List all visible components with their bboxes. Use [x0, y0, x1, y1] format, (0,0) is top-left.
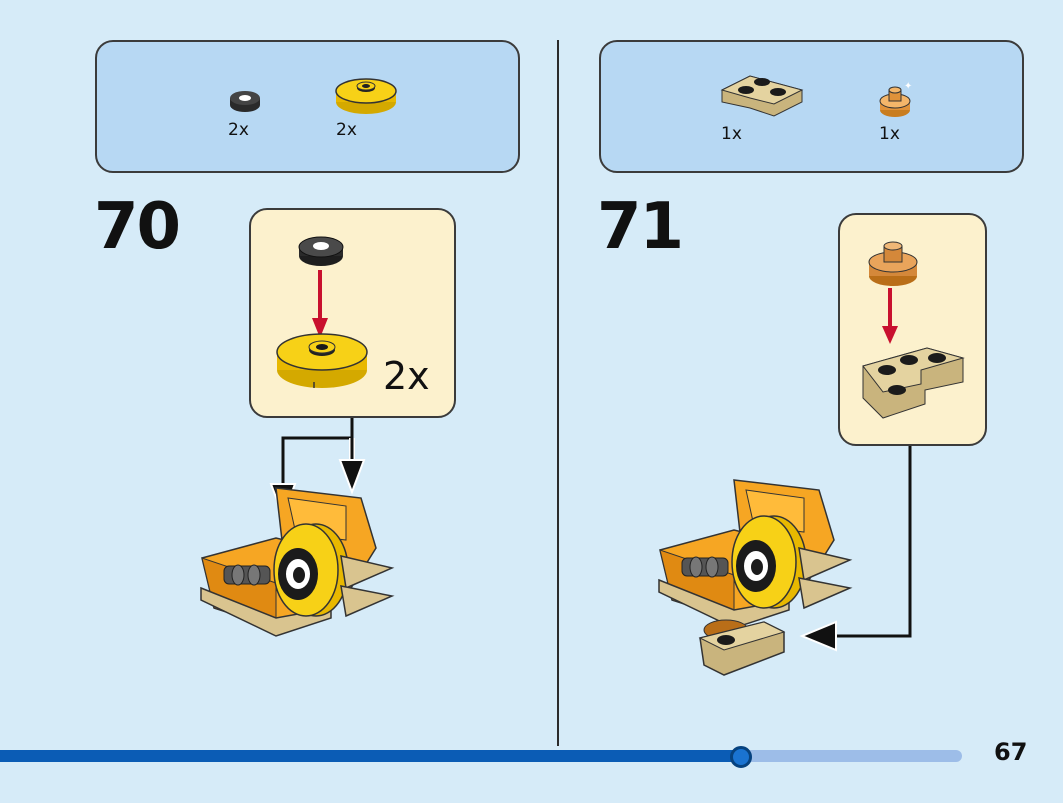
callout-connector-arrow [799, 446, 912, 652]
part-qty-tan-plate: 1x [721, 124, 742, 144]
round-tile-black-icon [230, 91, 260, 112]
svg-text:✦: ✦ [904, 81, 912, 92]
part-qty-yellow-plate: 2x [336, 120, 357, 140]
round-tile-black-icon [298, 236, 344, 266]
progress-indicator-icon [729, 746, 752, 768]
progress-bar [0, 750, 962, 762]
red-assembly-arrow [882, 288, 898, 344]
page-number: 67 [994, 738, 1028, 766]
progress-fill [0, 750, 741, 762]
round-plate-orange-icon [868, 241, 918, 286]
parts-list-step-70 [95, 40, 520, 173]
submodel-box-step-70 [249, 208, 456, 418]
round-plate-orange-icon: ✦ [879, 81, 912, 117]
round-plate-yellow-icon [335, 78, 397, 114]
part-qty-orange-plate: 1x [879, 124, 900, 144]
corner-plate-tan-icon [720, 75, 804, 117]
step-number-71: 71 [597, 190, 684, 264]
parts-list-step-71 [599, 40, 1024, 173]
step-divider [557, 40, 559, 746]
submodel-multiplier: 2x [383, 354, 430, 398]
duck-model-step-70 [200, 487, 395, 637]
step-number-70: 70 [94, 190, 181, 264]
round-plate-yellow-icon [276, 333, 368, 388]
corner-plate-tan-icon [862, 347, 965, 419]
duck-model-step-71 [658, 479, 853, 676]
red-assembly-arrow [312, 270, 328, 338]
part-qty-black-tile: 2x [228, 120, 249, 140]
